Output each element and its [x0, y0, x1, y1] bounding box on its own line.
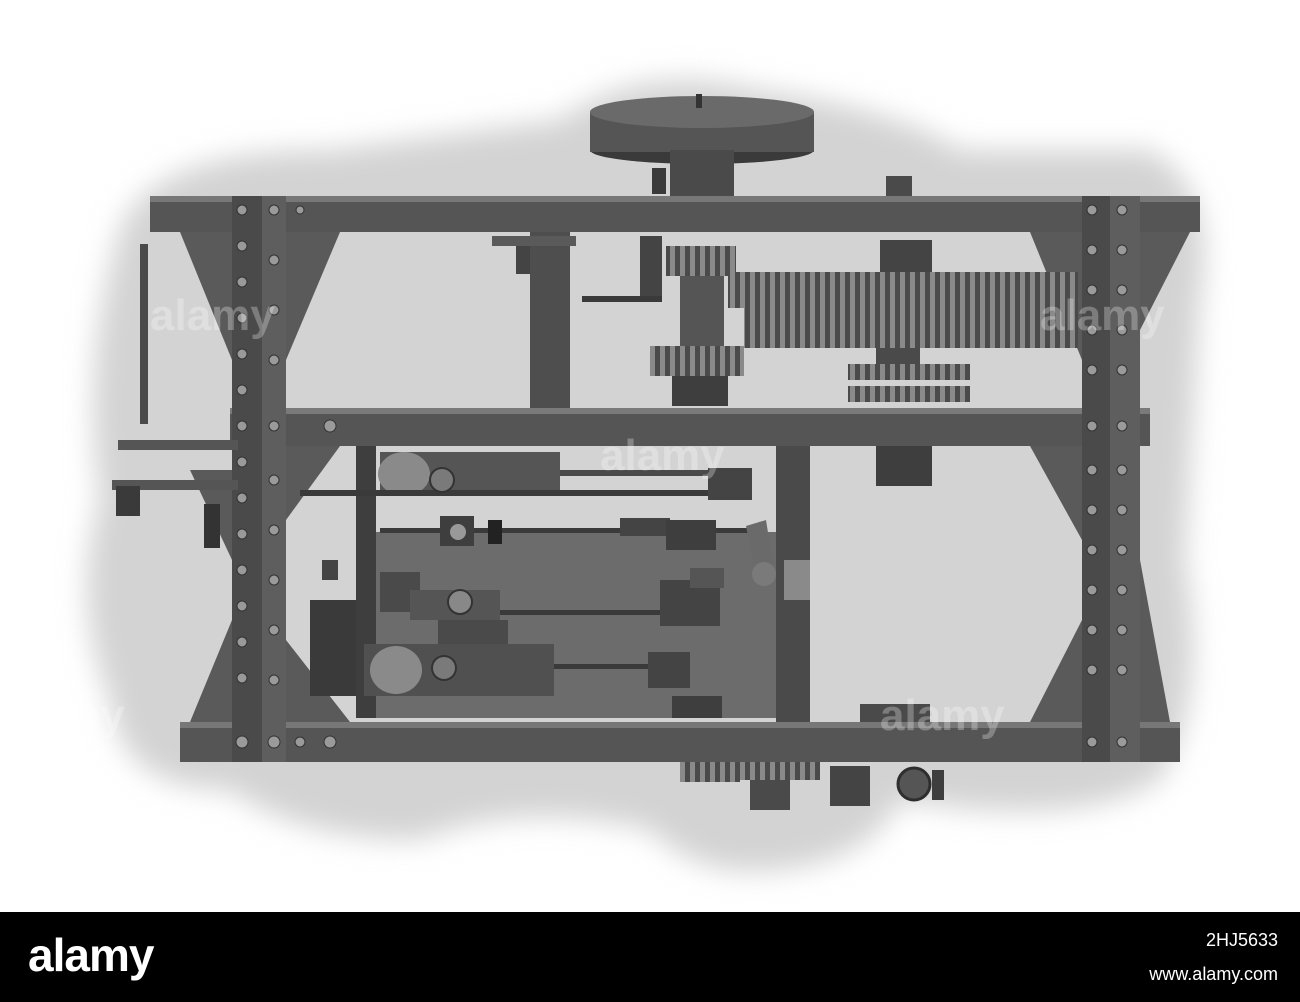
main-frame: [112, 196, 1200, 762]
image-id: 2HJ5633: [1205, 930, 1278, 950]
machine-illustration: alamy alamy alamy alamy alamy: [0, 80, 1205, 872]
alamy-logo[interactable]: alamy: [28, 929, 154, 981]
watermark-logos: alamy alamy alamy alamy alamy: [0, 291, 1165, 740]
engraving-photo: alamy alamy alamy alamy alamy: [0, 80, 1205, 872]
svg-text:alamy: alamy: [1040, 291, 1165, 340]
svg-text:alamy: alamy: [0, 691, 125, 740]
svg-text:alamy: alamy: [600, 431, 725, 480]
flywheel: [590, 94, 912, 198]
engine-assembly: [300, 446, 930, 722]
svg-text:alamy: alamy: [880, 691, 1005, 740]
upper-gear-train: [492, 232, 1078, 486]
watermark-bar: alamy 2HJ5633 www.alamy.com: [0, 912, 1300, 1002]
bottom-fittings: [680, 762, 944, 810]
svg-text:alamy: alamy: [150, 291, 275, 340]
rivets: [235, 204, 1128, 749]
site-url[interactable]: www.alamy.com: [1149, 964, 1278, 984]
